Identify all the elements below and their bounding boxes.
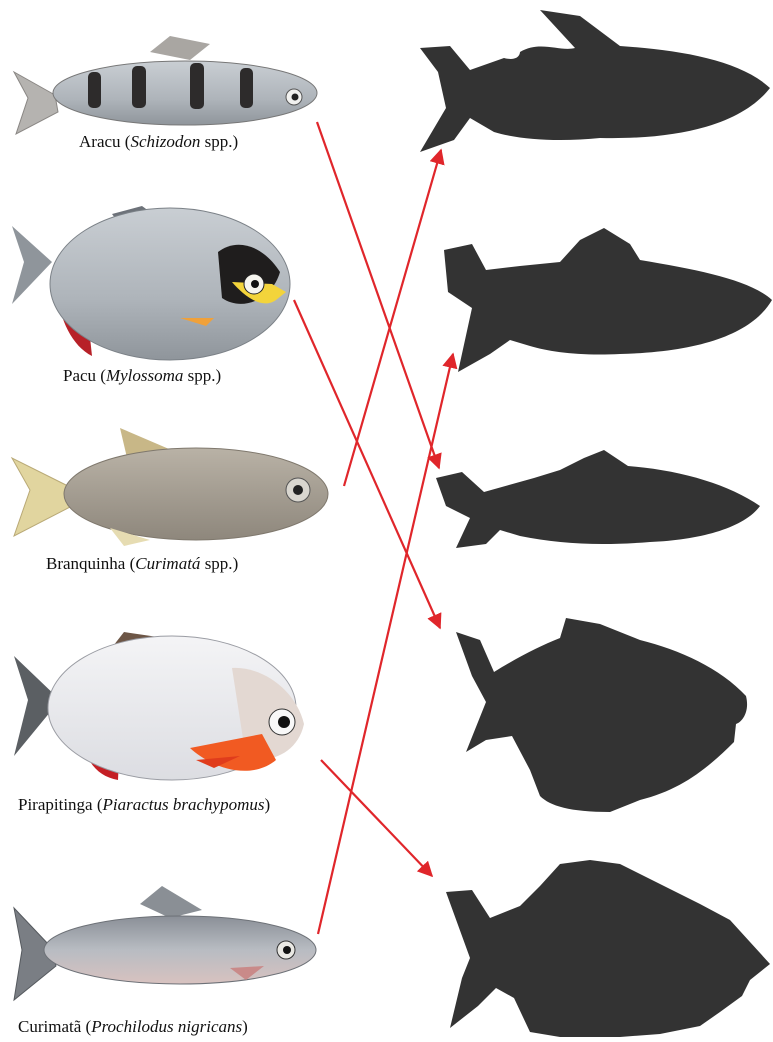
- fish-photo-branquinha: [12, 428, 328, 546]
- arrow-pacu-to-silhouette-4: [294, 300, 440, 628]
- caption-pirapitinga: Pirapitinga (Piaractus brachypomus): [18, 795, 270, 815]
- arrow-pirapitinga-to-silhouette-5: [321, 760, 432, 876]
- silhouette-5: [446, 860, 770, 1037]
- silhouette-1: [420, 10, 770, 152]
- silhouette-2: [444, 228, 772, 372]
- arrow-curimata-to-silhouette-2: [318, 354, 453, 934]
- fish-photo-aracu: [14, 36, 317, 134]
- fish-photo-pacu: [12, 206, 290, 360]
- caption-pacu: Pacu (Mylossoma spp.): [63, 366, 221, 386]
- silhouette-4: [456, 618, 747, 812]
- arrow-aracu-to-silhouette-3: [317, 122, 439, 468]
- fish-photo-pirapitinga: [14, 632, 304, 780]
- arrows: [294, 122, 453, 934]
- fish-photo-curimata: [14, 886, 316, 1000]
- caption-branquinha: Branquinha (Curimatá spp.): [46, 554, 238, 574]
- caption-aracu: Aracu (Schizodon spp.): [79, 132, 238, 152]
- caption-curimata: Curimatã (Prochilodus nigricans): [18, 1017, 248, 1037]
- silhouette-3: [436, 450, 760, 548]
